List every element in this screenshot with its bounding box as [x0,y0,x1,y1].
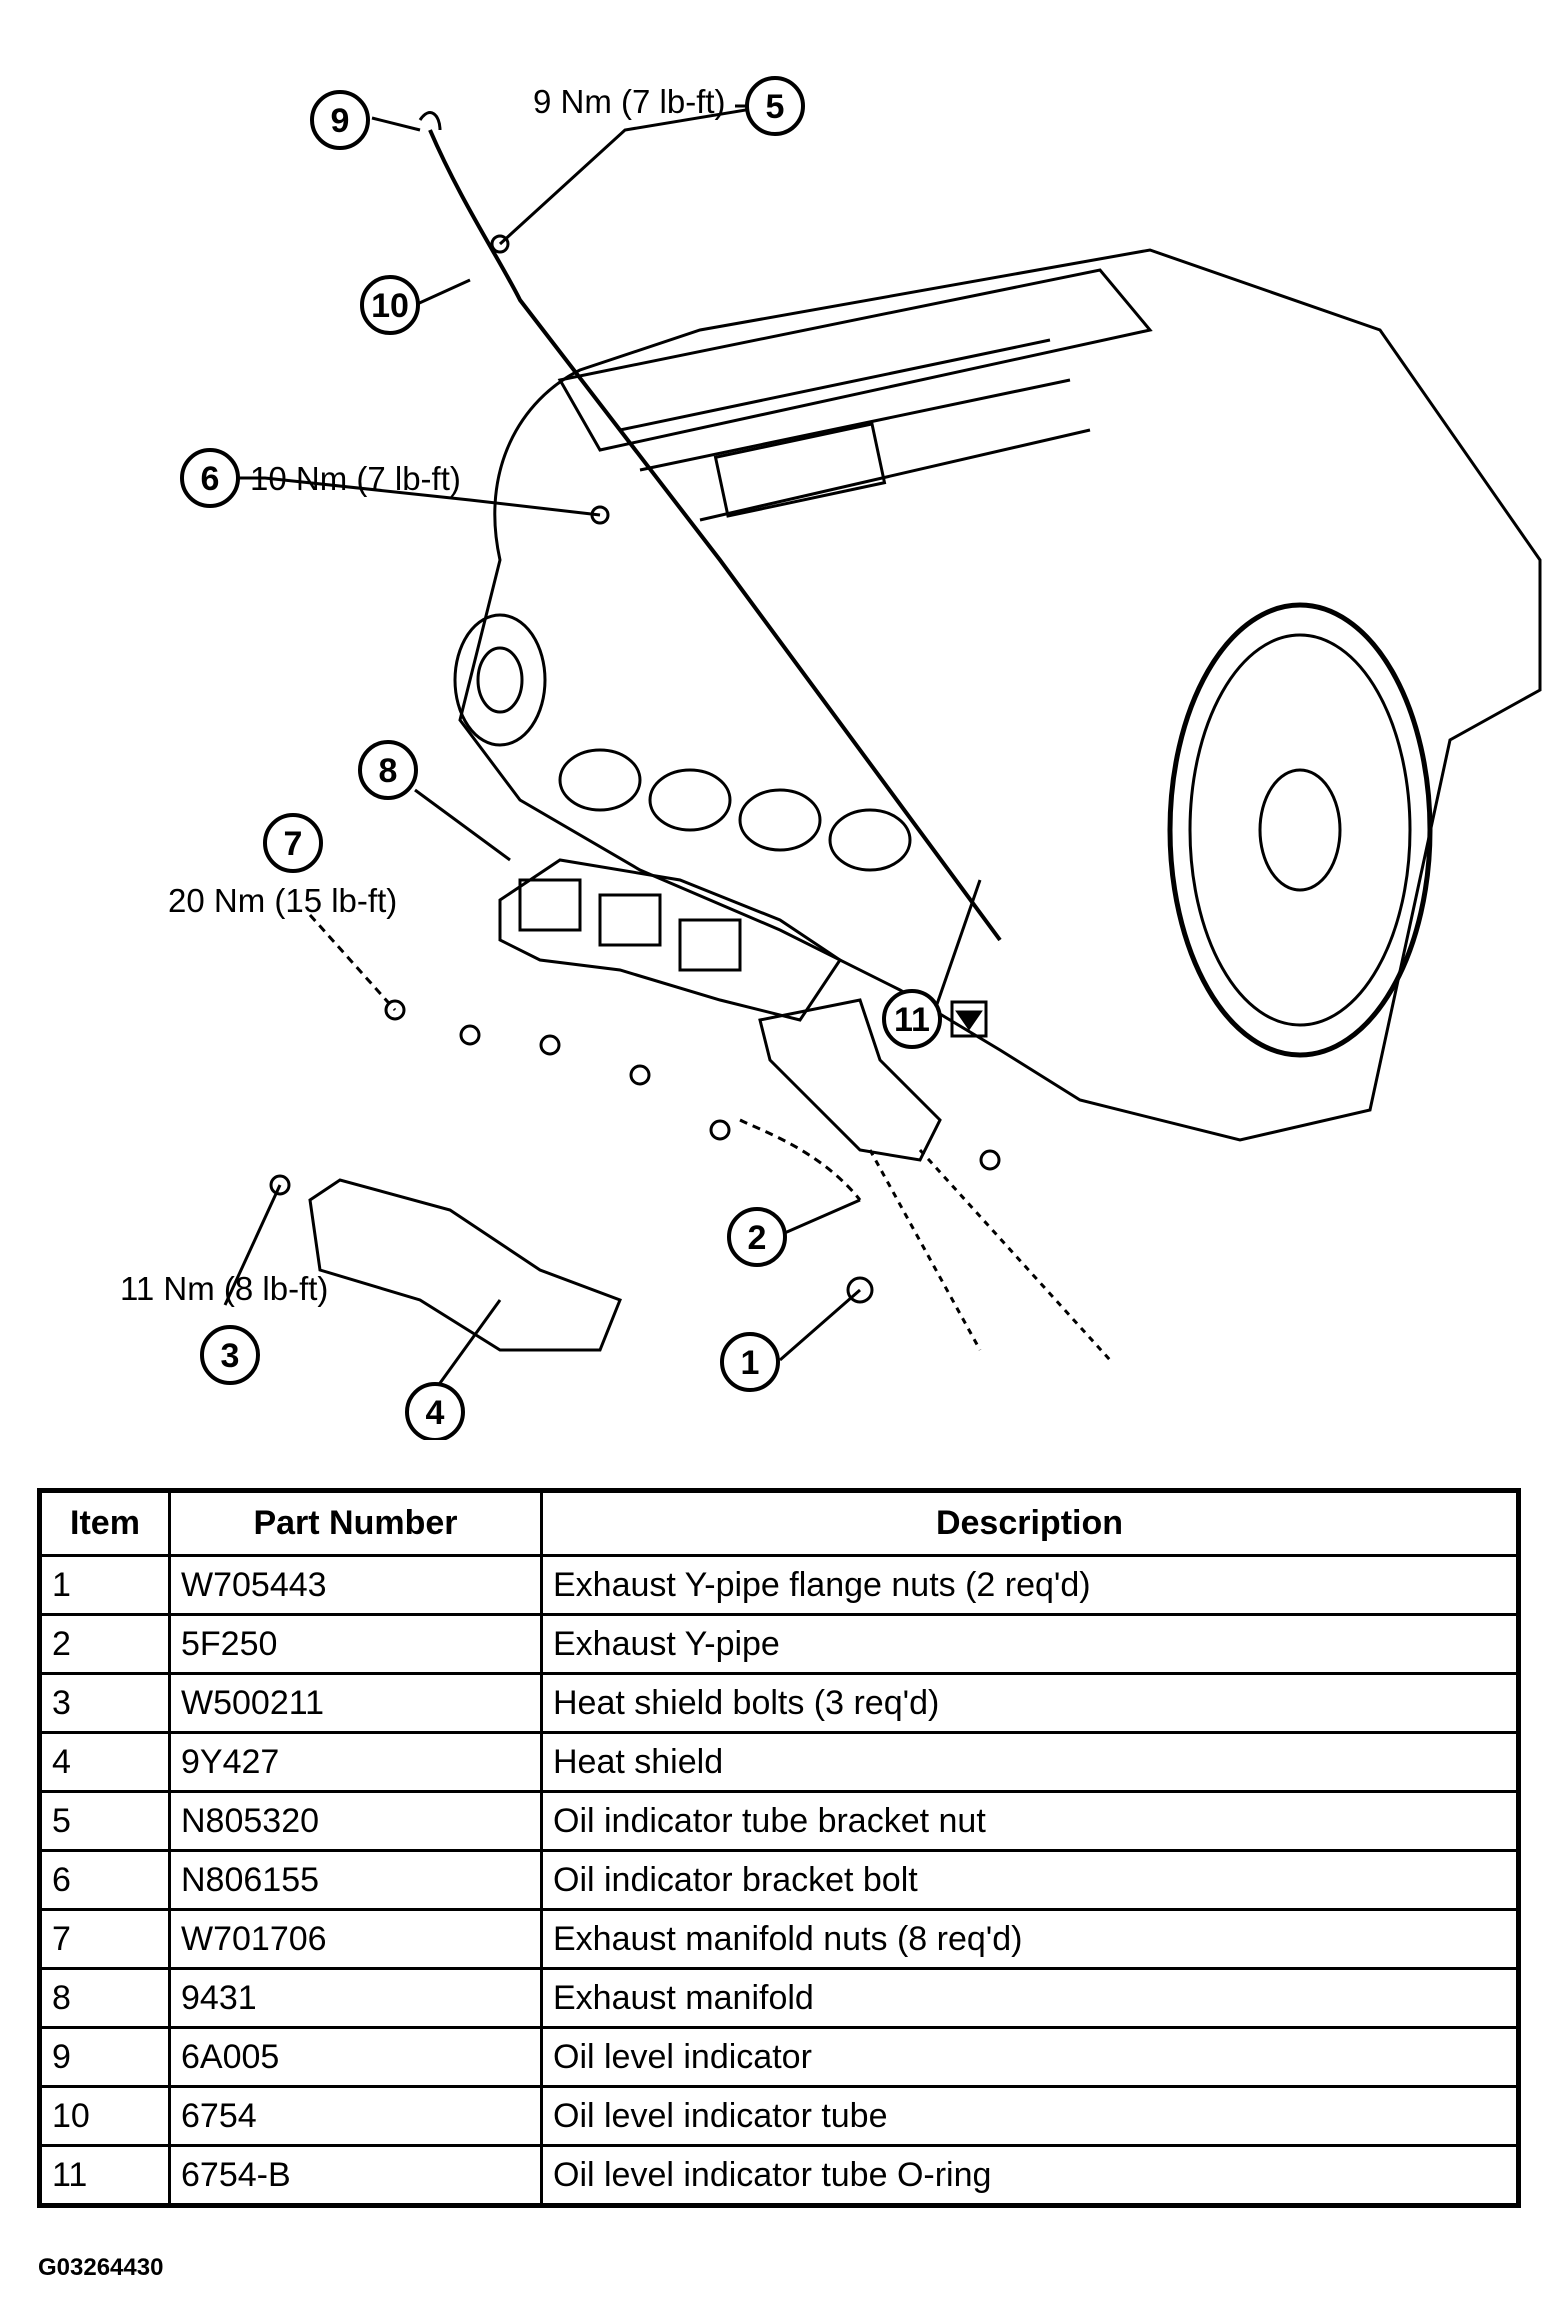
cell-description: Oil level indicator tube [540,2085,1520,2147]
cell-part-number: W500211 [168,1672,543,1734]
callout-circle-9 [310,90,370,150]
cell-description: Exhaust Y-pipe flange nuts (2 req'd) [540,1554,1520,1616]
cell-description: Oil level indicator [540,2026,1520,2088]
cell-part-number: N806155 [168,1849,543,1911]
cell-item: 5 [38,1790,171,1852]
callout-circle-3 [200,1325,260,1385]
callout-circle-8 [358,740,418,800]
cell-description: Oil indicator bracket bolt [540,1849,1520,1911]
torque-label-3: 11 Nm (8 lb-ft) [120,1270,328,1307]
heat-shield [308,1178,622,1352]
cell-item: 6 [38,1849,171,1911]
callout-circle-11 [882,989,942,1049]
cell-item: 11 [38,2144,171,2207]
cell-part-number: W701706 [168,1908,543,1970]
cell-part-number: 9Y427 [168,1731,543,1793]
cell-description: Oil level indicator tube O-ring [540,2144,1520,2207]
callout-circle-6 [180,448,240,508]
engine-exploded-diagram: 9 5 10 6 8 7 11 2 3 1 4 9 Nm (7 lb-ft) 1… [120,76,1542,1440]
torque-label-5: 9 Nm (7 lb-ft) [533,83,726,120]
cell-part-number: 5F250 [168,1613,543,1675]
callout-3: 3 [221,1337,240,1375]
cell-item: 2 [38,1613,171,1675]
callout-2: 2 [748,1219,767,1257]
callout-circle-7 [263,813,323,873]
figure-code: G03264430 [38,2254,164,2281]
cell-part-number: 6A005 [168,2026,543,2088]
cell-part-number: 6754 [168,2085,543,2147]
cell-part-number: 9431 [168,1967,543,2029]
callout-10: 10 [371,287,409,325]
exhaust-manifold [498,858,843,1022]
cell-description: Exhaust manifold nuts (8 req'd) [540,1908,1520,1970]
callout-5: 5 [766,88,785,126]
callout-circle-1 [720,1332,780,1392]
torque-label-6: 10 Nm (7 lb-ft) [250,460,461,497]
callout-4: 4 [426,1394,445,1432]
cell-part-number: N805320 [168,1790,543,1852]
table-header-row: Item Part Number Description [38,1489,1520,1557]
cell-item: 1 [38,1554,171,1616]
header-description: Description [540,1489,1520,1557]
cell-description: Heat shield bolts (3 req'd) [540,1672,1520,1734]
callout-6: 6 [201,460,220,498]
cell-description: Oil indicator tube bracket nut [540,1790,1520,1852]
callout-circle-4 [405,1382,465,1440]
o-ring-symbol-icon [950,1000,988,1038]
exhaust-y-pipe [758,998,942,1162]
cell-description: Exhaust manifold [540,1967,1520,2029]
callout-8: 8 [379,752,398,790]
cell-item: 7 [38,1908,171,1970]
callout-9: 9 [331,102,350,140]
header-item: Item [38,1489,171,1557]
cell-item: 10 [38,2085,171,2147]
oil-level-indicator-tube [428,129,1002,942]
cell-description: Exhaust Y-pipe [540,1613,1520,1675]
cell-item: 3 [38,1672,171,1734]
cell-item: 4 [38,1731,171,1793]
engine-block [458,248,1542,1142]
callout-7: 7 [284,825,303,863]
cell-part-number: 6754-B [168,2144,543,2207]
flywheel [1167,602,1433,1058]
cell-description: Heat shield [540,1731,1520,1793]
callout-1: 1 [741,1344,760,1382]
callout-circle-10 [360,275,420,335]
cell-part-number: W705443 [168,1554,543,1616]
cell-item: 9 [38,2026,171,2088]
callout-circle-2 [727,1207,787,1267]
cell-item: 8 [38,1967,171,2029]
callout-circle-5 [745,76,805,136]
pulley [453,613,547,747]
callout-11: 11 [894,1001,930,1039]
torque-label-7: 20 Nm (15 lb-ft) [168,882,397,919]
header-part-number: Part Number [168,1489,543,1557]
